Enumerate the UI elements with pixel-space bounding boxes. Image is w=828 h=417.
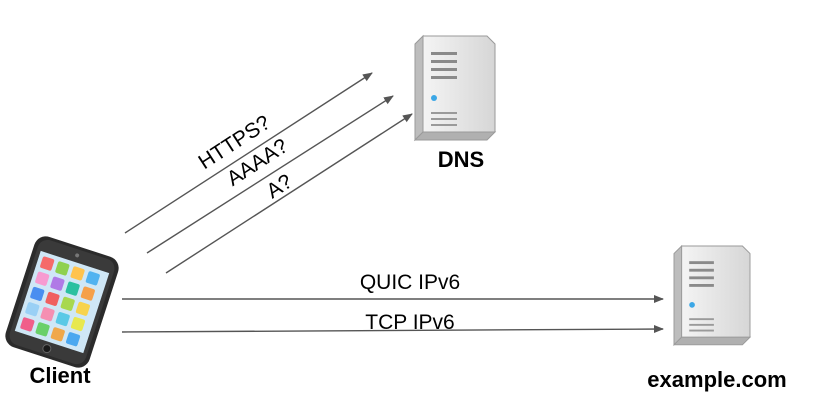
quic-connection-label: QUIC IPv6: [360, 271, 460, 294]
a-query-arrow: [165, 113, 413, 274]
target-server-icon: [672, 244, 752, 346]
smartphone-icon: [5, 236, 119, 368]
a-query-label: A?: [262, 170, 296, 203]
target-label: example.com: [647, 367, 786, 392]
dns-label: DNS: [438, 147, 484, 172]
aaaa-query-arrow: [146, 95, 394, 254]
https-query-arrow: [124, 72, 373, 234]
tcp-connection-arrow: [121, 325, 664, 334]
tcp-connection-label: TCP IPv6: [365, 311, 454, 334]
dns-server-icon: [413, 34, 497, 142]
client-label: Client: [29, 363, 91, 388]
